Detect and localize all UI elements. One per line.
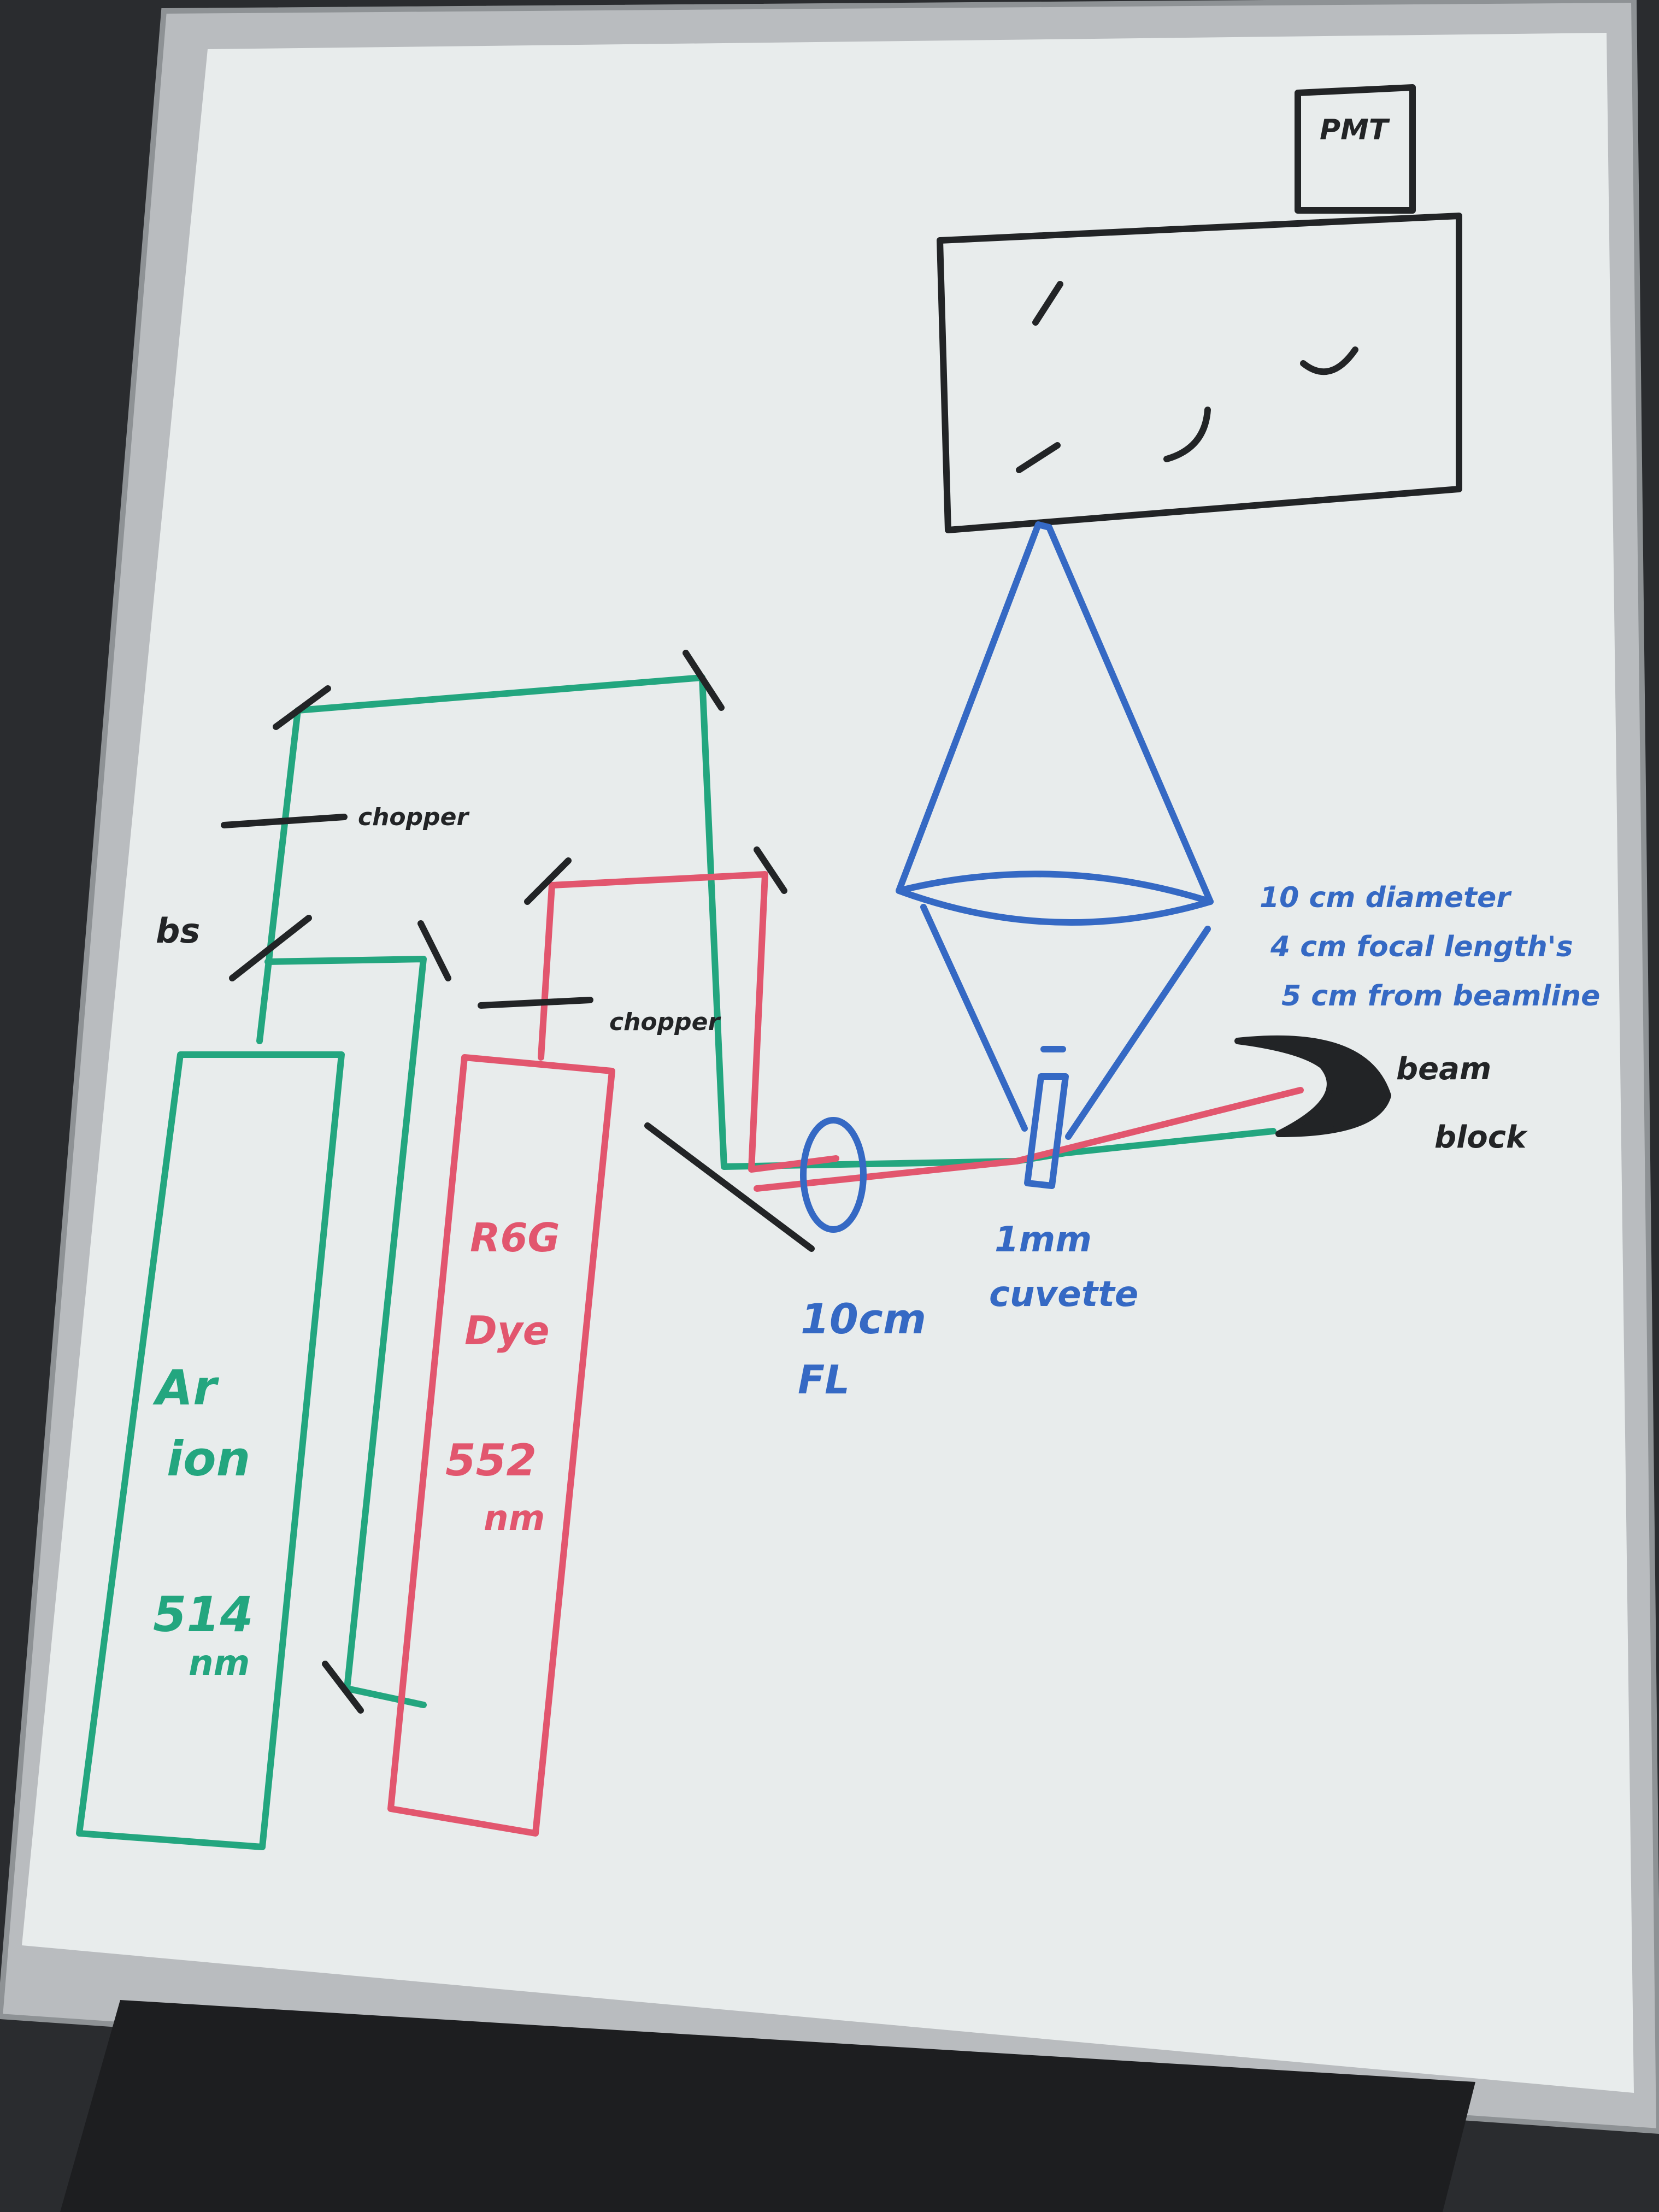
collection-cone-upper [896,521,1214,905]
chopper-1-label: chopper [358,803,469,831]
mirror-dye-right [754,846,787,894]
chopper-2-blade [478,997,593,1009]
mirror-lower-right [417,920,451,981]
pmt-label: PMT [1320,114,1390,146]
focusing-lens [800,1117,867,1233]
argon-wavelength: 514 [153,1586,254,1643]
red-beam-loop [538,871,839,1173]
optics-black [221,84,1462,1714]
beamsplitter-line [229,915,312,981]
mono-grating-2 [1163,407,1211,462]
dye-laser-body [387,1054,615,1837]
beamsplitter-label: bs [156,911,200,951]
red-beam-to-block [754,1087,1304,1192]
collection-label-line3: 5 cm from beamline [1281,980,1600,1013]
mirror-top-left [273,685,331,730]
dye-wavelength: 552 [445,1435,537,1486]
mirror-combiner [644,1122,815,1252]
red-beam-path [538,871,1304,1192]
cuvette-label-line2: cuvette [989,1274,1138,1315]
argon-unit: nm [189,1643,250,1684]
collection-cone-lower [920,904,1028,1132]
beam-block-shape [1234,1035,1391,1137]
argon-label-line1: Ar [152,1360,219,1416]
mono-slit-1 [1032,281,1063,326]
collection-lens [896,870,1214,926]
whiteboard-surface [22,33,1634,2093]
whiteboard-tray [60,2000,1475,2212]
chopper-2-label: chopper [609,1008,721,1036]
mirror-top-right [683,650,725,711]
collection-label-line2: 4 cm focal length's [1270,931,1573,963]
mirror-dye-left [524,857,572,905]
dye-label-line2: Dye [464,1308,550,1354]
argon-laser [76,1051,345,1850]
cuvette-label-line1: 1mm [995,1220,1092,1260]
pmt-box [1295,84,1416,214]
lens-focal-label: 10cm [801,1295,926,1343]
monochromator-body [937,213,1462,533]
collection-optics [800,521,1214,1233]
chopper-1-blade [221,814,348,828]
dye-laser [387,1054,615,1837]
dye-unit: nm [484,1498,545,1539]
argon-laser-body [76,1051,345,1850]
mono-grating-1 [1300,346,1358,375]
beam-block-label-line2: block [1434,1120,1528,1155]
argon-label-line2: ion [167,1431,250,1487]
collection-cone-lower-right [1065,926,1211,1140]
cuvette [1024,1073,1069,1189]
mono-slit-2 [1016,442,1061,473]
mirror-bottom [322,1661,364,1714]
collection-label-line1: 10 cm diameter [1260,881,1512,914]
dye-label-line1: R6G [470,1215,560,1261]
green-beam-lower-loop [264,956,427,1708]
lens-fl-label: FL [798,1357,850,1403]
beam-block-label-line1: beam [1396,1051,1491,1087]
